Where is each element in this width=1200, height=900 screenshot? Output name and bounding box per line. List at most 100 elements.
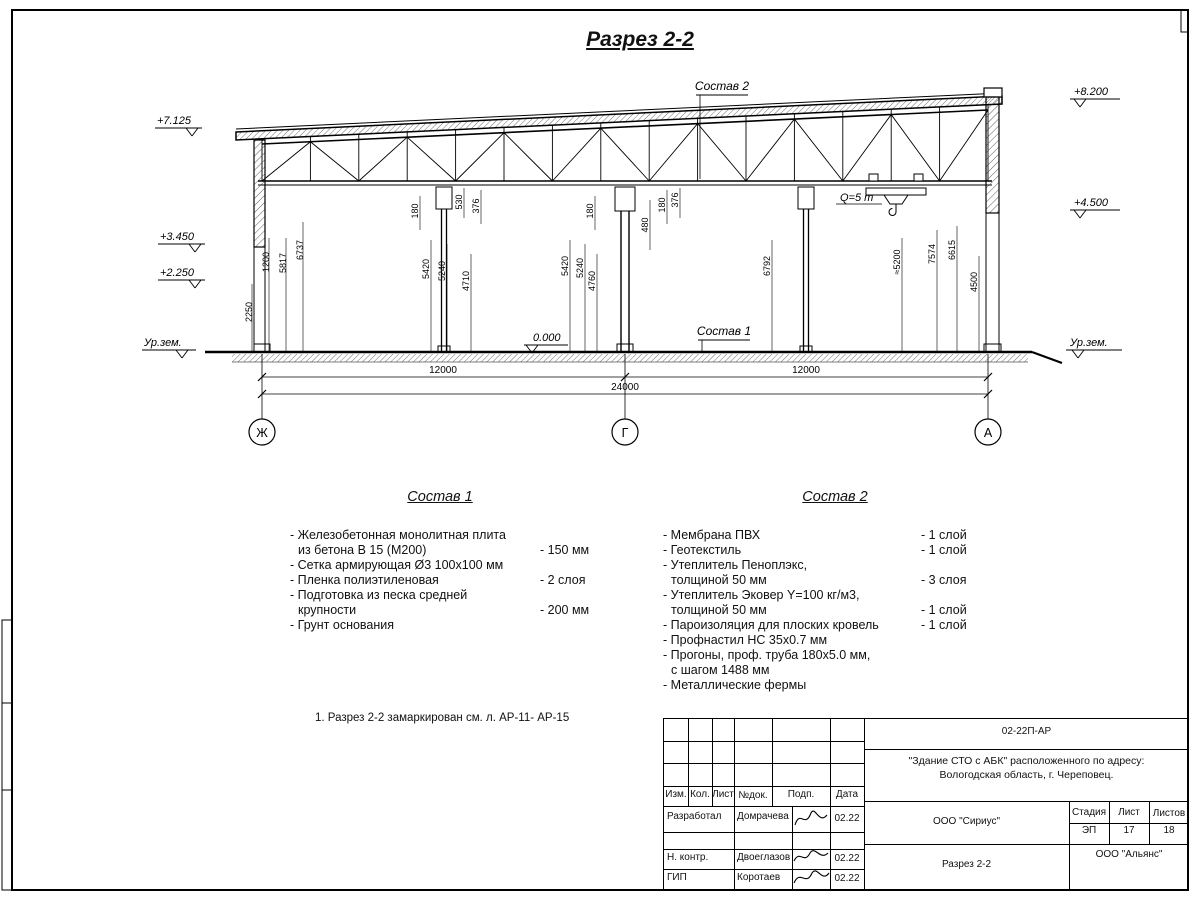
dim-text: 530 bbox=[454, 194, 464, 209]
item-value: - 200 мм bbox=[540, 603, 590, 617]
tb-date-gip: 02.22 bbox=[834, 873, 860, 884]
elevation-label: +3.450 bbox=[160, 231, 195, 243]
tb-org-designer: ООО "Сириус" bbox=[932, 816, 1001, 827]
item-text: - Железобетонная монолитная плита bbox=[290, 528, 506, 542]
axis-label: Г bbox=[622, 426, 629, 440]
dim-span-left: 12000 bbox=[429, 365, 457, 376]
item-text: толщиной 50 мм bbox=[671, 573, 767, 587]
tb-sheet-value: 17 bbox=[1123, 825, 1135, 836]
tb-role-nkontr: Н. контр. bbox=[667, 852, 709, 863]
list-item: - Сетка армирующая Ø3 100х100 мм bbox=[290, 558, 620, 573]
tb-doc-code: 02-22П-АР bbox=[1001, 726, 1052, 737]
item-value bbox=[540, 558, 612, 573]
list-item: - Утеплитель Пеноплэкс,толщиной 50 мм - … bbox=[663, 558, 998, 588]
item-text: - Мембрана ПВХ bbox=[663, 528, 761, 542]
ground-hatch bbox=[232, 354, 1028, 362]
dim-text: 5420 bbox=[421, 259, 431, 279]
item-text: - Профнастил НС 35х0.7 мм bbox=[663, 633, 828, 647]
item-value bbox=[921, 678, 993, 693]
list-item: - Геотекстиль - 1 слой bbox=[663, 543, 998, 558]
tb-name-razrabotal: Домрачева bbox=[737, 811, 789, 822]
tb-header-data: Дата bbox=[835, 789, 859, 800]
item-value bbox=[921, 648, 993, 678]
left-wall-panel bbox=[253, 139, 266, 248]
list-item: - Пароизоляция для плоских кровель - 1 с… bbox=[663, 618, 998, 633]
dim-span-total: 24000 bbox=[611, 382, 639, 393]
composition2-list: - Мембрана ПВХ - 1 слой - Геотекстиль - … bbox=[663, 528, 998, 693]
elevation-label: Ур.зем. bbox=[143, 337, 182, 349]
elevation-label: +8.200 bbox=[1074, 86, 1109, 98]
list-item: - Грунт основания bbox=[290, 618, 620, 633]
columns bbox=[253, 186, 1002, 353]
item-text: - Прогоны, проф. труба 180х5.0 мм, bbox=[663, 648, 871, 662]
dim-text: 4710 bbox=[461, 271, 471, 291]
title-block: Изм. Кол. Лист №док. Подп. Дата Разработ… bbox=[663, 718, 1189, 891]
tb-role-gip: ГИП bbox=[667, 872, 687, 883]
parapet-cap bbox=[983, 87, 1003, 98]
right-wall-lower bbox=[985, 212, 1000, 353]
dim-text: 5240 bbox=[575, 258, 585, 278]
item-value: - 2 слоя bbox=[540, 573, 586, 587]
sostav2-label: Состав 2 bbox=[695, 79, 749, 93]
tb-stage-value: ЭП bbox=[1081, 825, 1097, 836]
dim-span-right: 12000 bbox=[792, 365, 820, 376]
tb-header-list: Лист bbox=[712, 789, 734, 800]
dim-text: 6737 bbox=[295, 240, 305, 260]
dim-text: 5817 bbox=[278, 253, 288, 273]
tb-name-gip: Коротаев bbox=[737, 872, 781, 883]
item-text: - Утеплитель Эковер Y=100 кг/м3, bbox=[663, 588, 860, 602]
tb-header-izm: Изм. bbox=[665, 789, 687, 800]
dim-text: 4500 bbox=[969, 272, 979, 292]
item-text: толщиной 50 мм bbox=[671, 603, 767, 617]
item-value: - 3 слоя bbox=[921, 573, 967, 587]
tb-sheets-value: 18 bbox=[1163, 825, 1175, 836]
drawing-note: 1. Разрез 2-2 замаркирован см. л. АР-11-… bbox=[315, 712, 570, 724]
crane-capacity-label: Q=5 т bbox=[840, 192, 873, 204]
dim-text: 180 bbox=[410, 203, 420, 218]
list-item: - Мембрана ПВХ - 1 слой bbox=[663, 528, 998, 543]
floor-slab bbox=[205, 350, 1063, 364]
item-text: - Подготовка из песка средней bbox=[290, 588, 468, 602]
dim-text: 2250 bbox=[244, 302, 254, 322]
axis-label: Ж bbox=[256, 426, 268, 440]
composition2-heading: Состав 2 bbox=[802, 489, 868, 505]
item-value: - 1 слой bbox=[921, 618, 967, 632]
list-item: - Пленка полиэтиленовая - 2 слоя bbox=[290, 573, 620, 588]
tb-drawing-name: Разрез 2-2 bbox=[941, 859, 992, 870]
dim-text: 7574 bbox=[927, 244, 937, 264]
item-value: - 1 слой bbox=[921, 528, 967, 542]
dim-text: 180 bbox=[585, 203, 595, 218]
elevation-label: +7.125 bbox=[157, 115, 192, 127]
dim-text: ≈5200 bbox=[892, 250, 902, 275]
item-text: - Пароизоляция для плоских кровель bbox=[663, 618, 879, 632]
tb-project-line1: "Здание СТО с АБК" расположенного по адр… bbox=[908, 755, 1145, 767]
tb-role-razrabotal: Разработал bbox=[667, 811, 722, 822]
item-text: - Грунт основания bbox=[290, 618, 395, 632]
item-value: - 150 мм bbox=[540, 543, 590, 557]
dim-text: 376 bbox=[471, 198, 481, 213]
horizontal-dimensions bbox=[257, 354, 993, 419]
dim-text: 180 bbox=[657, 197, 667, 212]
zero-level-mark bbox=[524, 344, 568, 354]
crane-hook-icon bbox=[888, 208, 897, 216]
grid-axes: Ж Г А bbox=[248, 418, 1002, 446]
dim-text: 376 bbox=[670, 192, 680, 207]
axis-label: А bbox=[984, 426, 993, 440]
truss-web-members bbox=[261, 104, 989, 182]
dim-text: 5420 bbox=[560, 256, 570, 276]
zero-level-label: 0.000 bbox=[533, 332, 561, 344]
item-text: - Утеплитель Пеноплэкс, bbox=[663, 558, 808, 572]
walls bbox=[253, 96, 1000, 353]
sostav1-callout: Состав 1 bbox=[697, 324, 751, 352]
dim-text: 4760 bbox=[587, 271, 597, 291]
tb-date-nkontr: 02.22 bbox=[834, 853, 860, 864]
item-text: - Сетка армирующая Ø3 100х100 мм bbox=[290, 558, 504, 572]
item-text: из бетона В 15 (М200) bbox=[298, 543, 427, 557]
item-text: - Пленка полиэтиленовая bbox=[290, 573, 439, 587]
tb-project-line2: Вологодская область, г. Череповец. bbox=[939, 769, 1114, 781]
item-text: крупности bbox=[298, 603, 357, 617]
tb-date-razrabotal: 02.22 bbox=[834, 813, 860, 824]
elevation-label: +4.500 bbox=[1074, 197, 1109, 209]
